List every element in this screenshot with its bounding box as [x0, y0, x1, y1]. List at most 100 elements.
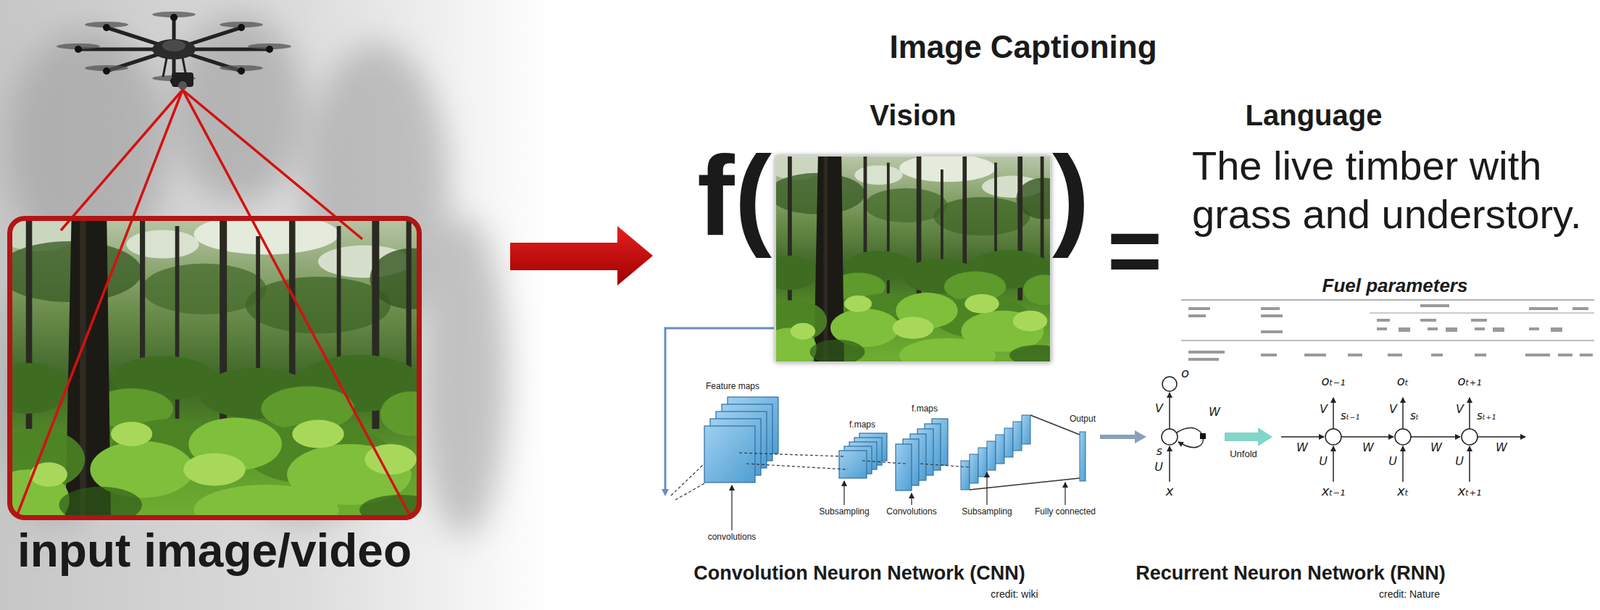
table-scribbles-part-part	[1188, 357, 1219, 361]
cnn-diagram-part-part	[995, 434, 1005, 464]
cnn-diagram-part	[739, 452, 972, 470]
section-heading: Language	[1245, 98, 1383, 132]
cnn-diagram-part-part	[895, 444, 912, 491]
node-heading: Vision	[775, 98, 1051, 132]
credit-note: credit: wiki	[990, 588, 1038, 600]
cnn-diagram-part	[895, 418, 948, 491]
cnn-diagram-part-part	[671, 463, 705, 496]
weight-label: W	[1208, 405, 1221, 419]
drone-part	[152, 39, 196, 60]
figure-caption: Recurrent Neuron Network (RNN)	[1135, 562, 1446, 585]
rnn-diagram-part	[1200, 433, 1206, 440]
layer-label: f.maps	[849, 420, 876, 431]
rnn-diagram-part	[1176, 428, 1203, 448]
table-scribbles-part-part	[1260, 307, 1280, 311]
table-scribbles	[1181, 300, 1595, 361]
table-scribbles-part-part	[1260, 314, 1283, 318]
cnn-diagram-part-part	[746, 463, 848, 470]
weight-label: U	[1388, 455, 1398, 469]
cnn-diagram-part	[1079, 431, 1086, 482]
operation-label: convolutions	[707, 532, 757, 543]
table-scribbles-part-part	[1304, 353, 1327, 357]
cnn-diagram-part-part	[910, 493, 912, 506]
process-arrow	[510, 226, 653, 286]
rnn-diagram-part	[1281, 436, 1324, 438]
drone	[56, 11, 292, 90]
table-scribbles-part	[1369, 313, 1595, 314]
rnn-diagram-part	[1402, 397, 1404, 429]
input-image-frame: input image/video	[7, 215, 422, 579]
drone-part-part	[237, 67, 245, 75]
input-photo	[7, 215, 422, 521]
diagram-title: Image Captioning	[889, 28, 1157, 66]
cnn-diagram-part-part	[1064, 482, 1066, 506]
camera-view-lines-part	[17, 89, 183, 515]
vision-photo	[761, 152, 1072, 373]
cnn-diagram-part-part	[739, 452, 845, 457]
table-scribbles-part-part	[1427, 327, 1438, 331]
table-scribbles-part-part	[1260, 353, 1277, 357]
rnn-diagram-part	[1477, 436, 1526, 438]
table-scribbles-part-part	[1492, 327, 1505, 332]
table-scribbles-part-part	[1557, 353, 1573, 357]
rnn-diagram-part	[1341, 436, 1394, 438]
image-border	[775, 155, 1051, 363]
rnn-diagram-part	[1461, 428, 1478, 445]
caption-text: The live timber with grass and understor…	[1192, 141, 1595, 239]
weight-label: V	[1455, 402, 1464, 416]
cnn-diagram-part-part	[969, 478, 1080, 490]
variable-label: x	[1165, 484, 1174, 500]
vision-image-frame: Vision	[775, 98, 1051, 363]
cnn-diagram-part-part	[920, 463, 972, 468]
feed-line	[665, 328, 774, 493]
variable-label: sₜ₊₁	[1476, 410, 1496, 423]
cnn-diagram-part	[969, 415, 1080, 490]
equals-sign: =	[1107, 202, 1163, 298]
cnn-diagram-part-part	[960, 460, 970, 490]
image-border	[7, 215, 422, 521]
layer-label: f.maps	[911, 404, 938, 415]
weight-label: W	[1296, 441, 1308, 455]
weight-label: U	[1455, 455, 1464, 469]
variable-label: oₜ₊₁	[1457, 373, 1482, 390]
weight-label: V	[1319, 402, 1328, 416]
node-heading: input image/video	[7, 524, 422, 579]
rnn-diagram-part	[1410, 436, 1461, 438]
cnn-to-rnn-arrow	[1100, 430, 1147, 444]
rnn-diagram	[1161, 376, 1526, 482]
drone-part-part	[102, 67, 111, 75]
cnn-diagram-part-part	[969, 454, 979, 484]
table-scribbles-part-part	[1445, 327, 1458, 332]
rnn-diagram-part	[1332, 397, 1335, 429]
table-scribbles-part-part	[1579, 353, 1593, 357]
operation-label: Subsampling	[818, 507, 869, 518]
table-scribbles-part-part	[1376, 318, 1390, 322]
table-scribbles-part-part	[1474, 353, 1487, 357]
cnn-diagram-part-part	[978, 447, 987, 477]
layer-label: Feature maps	[705, 381, 760, 393]
rnn-diagram-part	[1325, 428, 1342, 445]
cnn-diagram-part	[960, 415, 1031, 490]
rnn-diagram-part	[1332, 446, 1335, 482]
arrow-label: Unfold	[1229, 449, 1258, 461]
table-scribbles-part-part	[1188, 314, 1206, 318]
cnn-to-rnn-arrow-part	[1100, 434, 1137, 440]
input-photo-part	[7, 215, 422, 521]
operation-label: Subsampling	[961, 507, 1012, 518]
drone-part	[163, 57, 167, 77]
rnn-diagram-part	[1168, 446, 1171, 482]
cnn-diagram-part-part	[1004, 428, 1014, 458]
operation-label: Convolutions	[886, 507, 937, 518]
function-symbol: f(	[697, 139, 772, 253]
cnn-diagram-part-part	[843, 481, 845, 506]
drone-part-part	[265, 45, 274, 53]
weight-label: W	[1362, 441, 1374, 455]
layer-label: Output	[1069, 414, 1096, 425]
table-scribbles-part-part	[1260, 330, 1283, 334]
cnn-diagram-part-part	[862, 460, 906, 464]
table-scribbles-part-part	[1528, 327, 1540, 331]
table-scribbles-part	[1181, 340, 1595, 342]
table-scribbles-part-part	[1420, 304, 1450, 308]
vision-photo-part	[761, 152, 1072, 373]
